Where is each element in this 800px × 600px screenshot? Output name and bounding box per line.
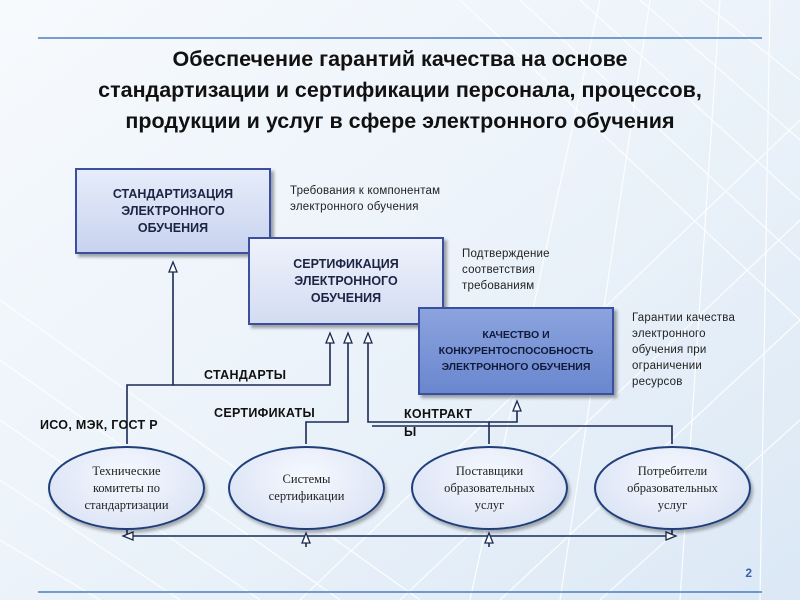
- cert-systems-oval: Системы сертификации: [228, 446, 385, 530]
- page-title: Обеспечение гарантий качества на основе …: [98, 47, 702, 133]
- quality-box: КАЧЕСТВО И КОНКУРЕНТОСПОСОБНОСТЬ ЭЛЕКТРО…: [418, 307, 614, 395]
- consumers-oval: Потребители образовательных услуг: [594, 446, 751, 530]
- arrowhead-bottom-mid2: [484, 531, 494, 544]
- page-number: 2: [745, 566, 752, 580]
- arrowhead-bottom-left: [121, 531, 134, 541]
- committees-oval: Технические комитеты по стандартизации: [48, 446, 205, 530]
- standards-label: СТАНДАРТЫ: [204, 368, 287, 382]
- standardization-box: СТАНДАРТИЗАЦИЯ ЭЛЕКТРОННОГО ОБУЧЕНИЯ: [75, 168, 271, 254]
- requirements-note: Требования к компонентам электронного об…: [290, 185, 441, 213]
- arrowhead-cert-2: [343, 331, 353, 344]
- certificates-label: СЕРТИФИКАТЫ: [214, 406, 316, 420]
- arrowhead-std: [168, 260, 178, 273]
- arrowhead-bottom-right: [665, 531, 678, 541]
- contracts-label: КОНТРАКТ Ы: [404, 407, 473, 439]
- arrowhead-cert-3: [363, 331, 373, 344]
- certification-box: СЕРТИФИКАЦИЯ ЭЛЕКТРОННОГО ОБУЧЕНИЯ: [248, 237, 444, 325]
- arrowhead-cert-1: [325, 331, 335, 344]
- arrowhead-quality: [512, 399, 522, 412]
- suppliers-oval: Поставщики образовательных услуг: [411, 446, 568, 530]
- arrowhead-bottom-mid1: [301, 531, 311, 544]
- iso-label: ИСО, МЭК, ГОСТ Р: [40, 418, 158, 432]
- confirmation-note: Подтверждение соответствия требованиям: [462, 248, 550, 292]
- guarantees-note: Гарантии качества электронного обучения …: [632, 312, 736, 388]
